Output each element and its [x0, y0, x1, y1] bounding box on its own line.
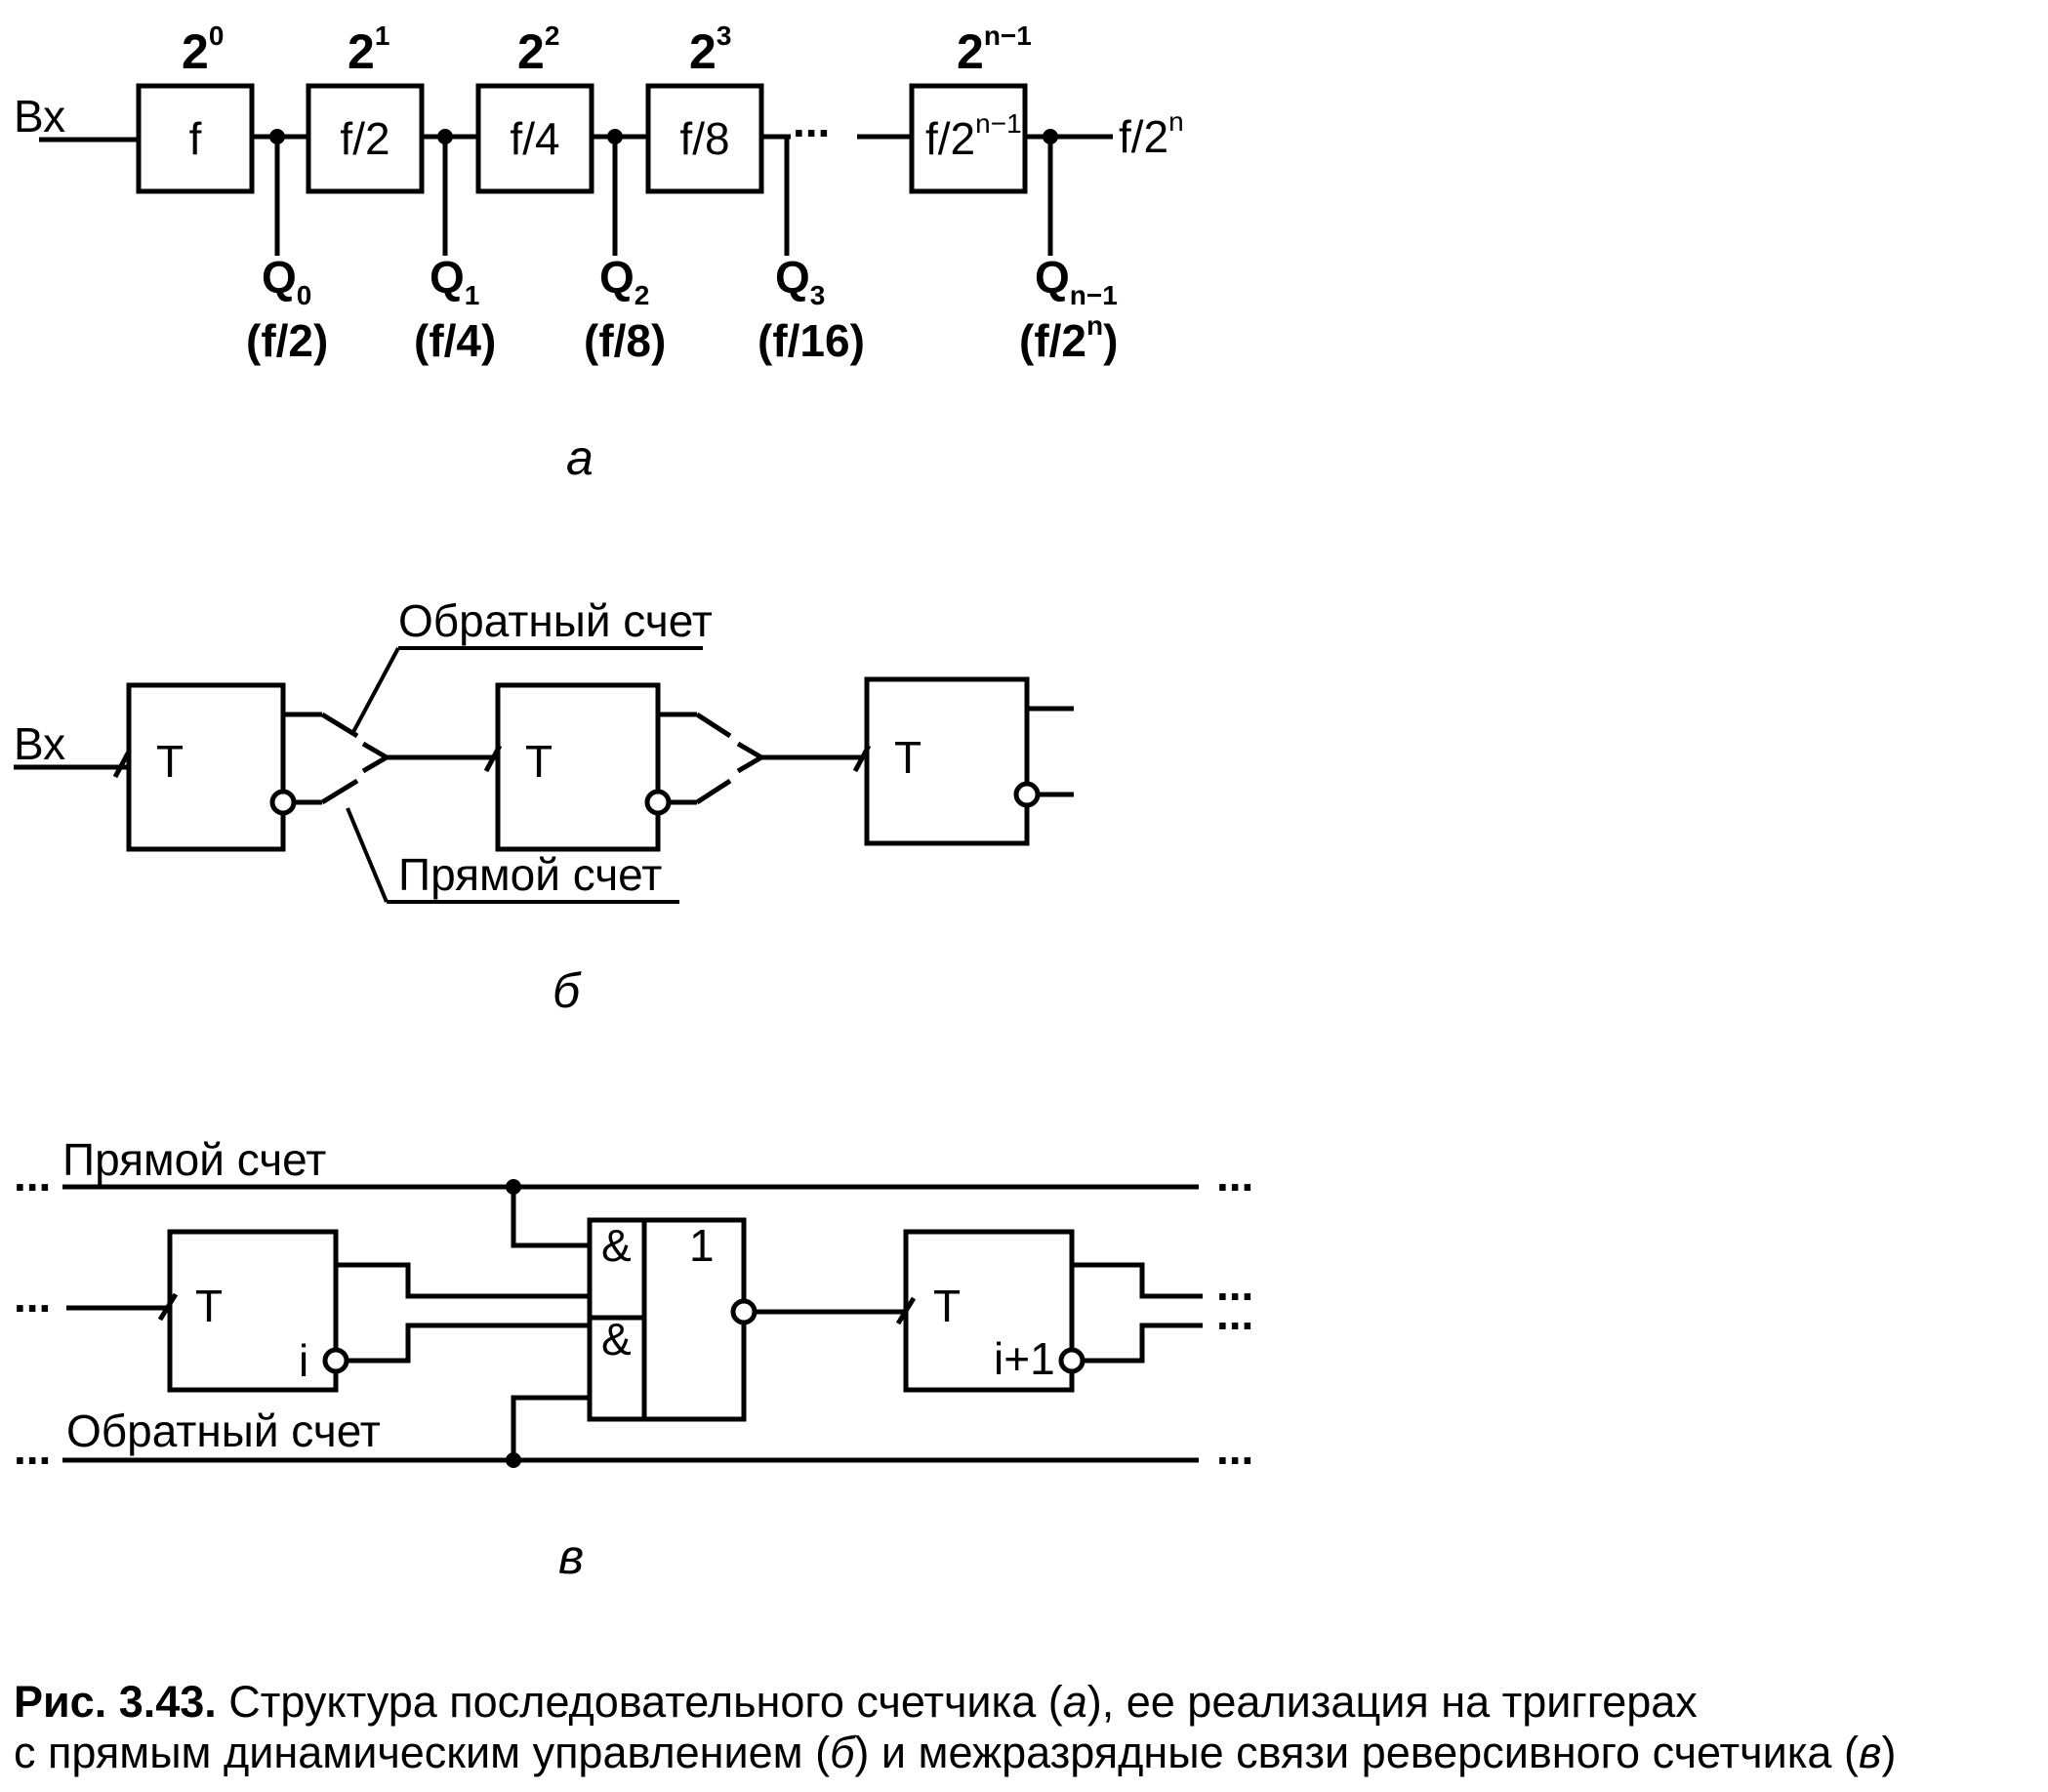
b-input-label: Вх — [14, 718, 65, 769]
c-clock-mark-i — [157, 1292, 179, 1322]
c-bus-rev-dots-right: ... — [1216, 1423, 1253, 1474]
b-trigger-2 — [495, 682, 661, 852]
c-rev-tap — [511, 1395, 590, 1460]
diagram-b: Обратный счет Прямой счет Вх T T T — [14, 595, 1074, 1018]
a-block-fn-label: f/2n−1 — [925, 108, 1022, 164]
b-inv-out-1 — [269, 789, 297, 816]
a-block-f4-label: f/4 — [510, 113, 559, 164]
c-bus-rev-dots-left: ... — [14, 1423, 51, 1474]
b-trigger-3 — [864, 676, 1030, 846]
caption-line-2: с прямым динамическим управлением (б) и … — [14, 1728, 2044, 1778]
c-input-dots: ... — [14, 1271, 51, 1322]
c-and-2-label: & — [601, 1314, 632, 1364]
b-switch-arrow-1 — [361, 741, 391, 774]
c-clock-mark-i1 — [895, 1296, 917, 1325]
a-output-label: f/2n — [1119, 106, 1184, 162]
a-input-label: Вх — [14, 91, 65, 142]
b-trigger-1 — [126, 682, 286, 852]
a-part-label: а — [566, 430, 594, 485]
c-out-dots-1: ... — [1216, 1259, 1253, 1310]
caption-text-1b: ), ее реализация на триггерах — [1086, 1677, 1698, 1727]
c-or-inv-out — [730, 1298, 758, 1325]
figure-caption: Рис. 3.43. Структура последовательного с… — [14, 1677, 2044, 1778]
b-part-label: б — [553, 963, 582, 1018]
b-trigger-2-label: T — [525, 736, 553, 787]
b-switch-bot-2 — [695, 778, 732, 805]
c-trigger-i1-index: i+1 — [994, 1333, 1055, 1384]
b-trigger-1-label: T — [156, 736, 184, 787]
caption-line-1: Рис. 3.43. Структура последовательного с… — [14, 1677, 2044, 1728]
a-ellipsis: ... — [793, 96, 830, 146]
a-power-0: 20 — [182, 20, 224, 79]
b-switch-bot-1 — [320, 778, 359, 805]
c-inv-out-i — [322, 1347, 349, 1374]
c-inv-out-i1 — [1058, 1347, 1085, 1374]
c-bus-fwd-dots-left: ... — [14, 1150, 51, 1201]
caption-figure-number: Рис. 3.43. — [14, 1677, 217, 1727]
c-bus-fwd-dots-right: ... — [1216, 1150, 1253, 1201]
a-power-labels: 20 21 22 23 2n−1 — [182, 20, 1032, 79]
a-q1-freq: (f/4) — [414, 315, 496, 366]
b-inv-out-3 — [1013, 781, 1041, 808]
a-q0: Q0 — [262, 252, 311, 310]
a-qn-freq: (f/2n) — [1019, 310, 1118, 366]
caption-ref-b: б — [830, 1728, 855, 1777]
a-block-f2-label: f/2 — [340, 113, 389, 164]
b-switch-top-1 — [320, 712, 359, 739]
c-trigger-i1-label: T — [933, 1281, 961, 1331]
c-trigger-i1 — [903, 1229, 1075, 1393]
caption-text-2c: ) — [1881, 1728, 1897, 1777]
c-forward-label: Прямой счет — [62, 1134, 326, 1185]
b-inv-out-2 — [644, 789, 672, 816]
c-trigger-i-label: T — [195, 1281, 223, 1331]
caption-text-2b: ) и межразрядные связи реверсивного счет… — [854, 1728, 1859, 1777]
c-nq-to-and2 — [347, 1323, 590, 1364]
caption-ref-a: а — [1062, 1677, 1087, 1727]
a-qn: Qn−1 — [1035, 252, 1118, 310]
c-trigger-i-index: i — [299, 1335, 308, 1386]
caption-text-1a: Структура последовательного счетчика ( — [216, 1677, 1063, 1727]
b-clock-mark-3 — [852, 744, 872, 773]
a-q2-freq: (f/8) — [584, 315, 666, 366]
caption-text-2a: с прямым динамическим управлением ( — [14, 1728, 831, 1777]
a-block-f8-label: f/8 — [679, 113, 729, 164]
c-q-to-and1 — [336, 1262, 590, 1299]
a-power-n1: 2n−1 — [957, 20, 1032, 79]
b-forward-label: Прямой счет — [398, 849, 662, 900]
b-forward-leader — [346, 807, 389, 903]
a-q0-freq: (f/2) — [246, 315, 328, 366]
a-block-f-label: f — [189, 113, 202, 164]
a-q3-freq: (f/16) — [758, 315, 865, 366]
c-or-label: 1 — [689, 1220, 715, 1271]
a-power-2: 22 — [517, 20, 559, 79]
b-clock-mark-1 — [112, 750, 132, 779]
c-reverse-label: Обратный счет — [66, 1405, 381, 1456]
c-trigger-i — [167, 1229, 339, 1393]
diagram-a: Вх 20 21 22 23 2n−1 f f/2 f/4 f/8 f/2n−1… — [14, 20, 1184, 485]
c-out-dots-2: ... — [1216, 1288, 1253, 1339]
a-q1: Q1 — [430, 252, 479, 310]
a-q3: Q3 — [775, 252, 825, 310]
b-trigger-3-label: T — [894, 732, 922, 783]
b-switch-arrow-2 — [736, 741, 766, 774]
a-power-3: 23 — [689, 20, 731, 79]
b-reverse-label: Обратный счет — [398, 595, 713, 646]
c-part-label: в — [558, 1529, 584, 1584]
b-switch-top-2 — [695, 712, 732, 739]
a-q2: Q2 — [599, 252, 649, 310]
c-q-out-i1 — [1072, 1262, 1203, 1299]
c-nq-out-i1 — [1083, 1323, 1203, 1364]
a-power-1: 21 — [348, 20, 389, 79]
b-clock-mark-2 — [483, 744, 503, 773]
caption-ref-c: в — [1858, 1728, 1882, 1777]
c-and-1-label: & — [601, 1220, 632, 1271]
diagram-c: ... Прямой счет ... ... Обратный счет ..… — [14, 1134, 1253, 1584]
b-reverse-leader — [351, 647, 400, 733]
c-fwd-tap — [511, 1187, 590, 1248]
